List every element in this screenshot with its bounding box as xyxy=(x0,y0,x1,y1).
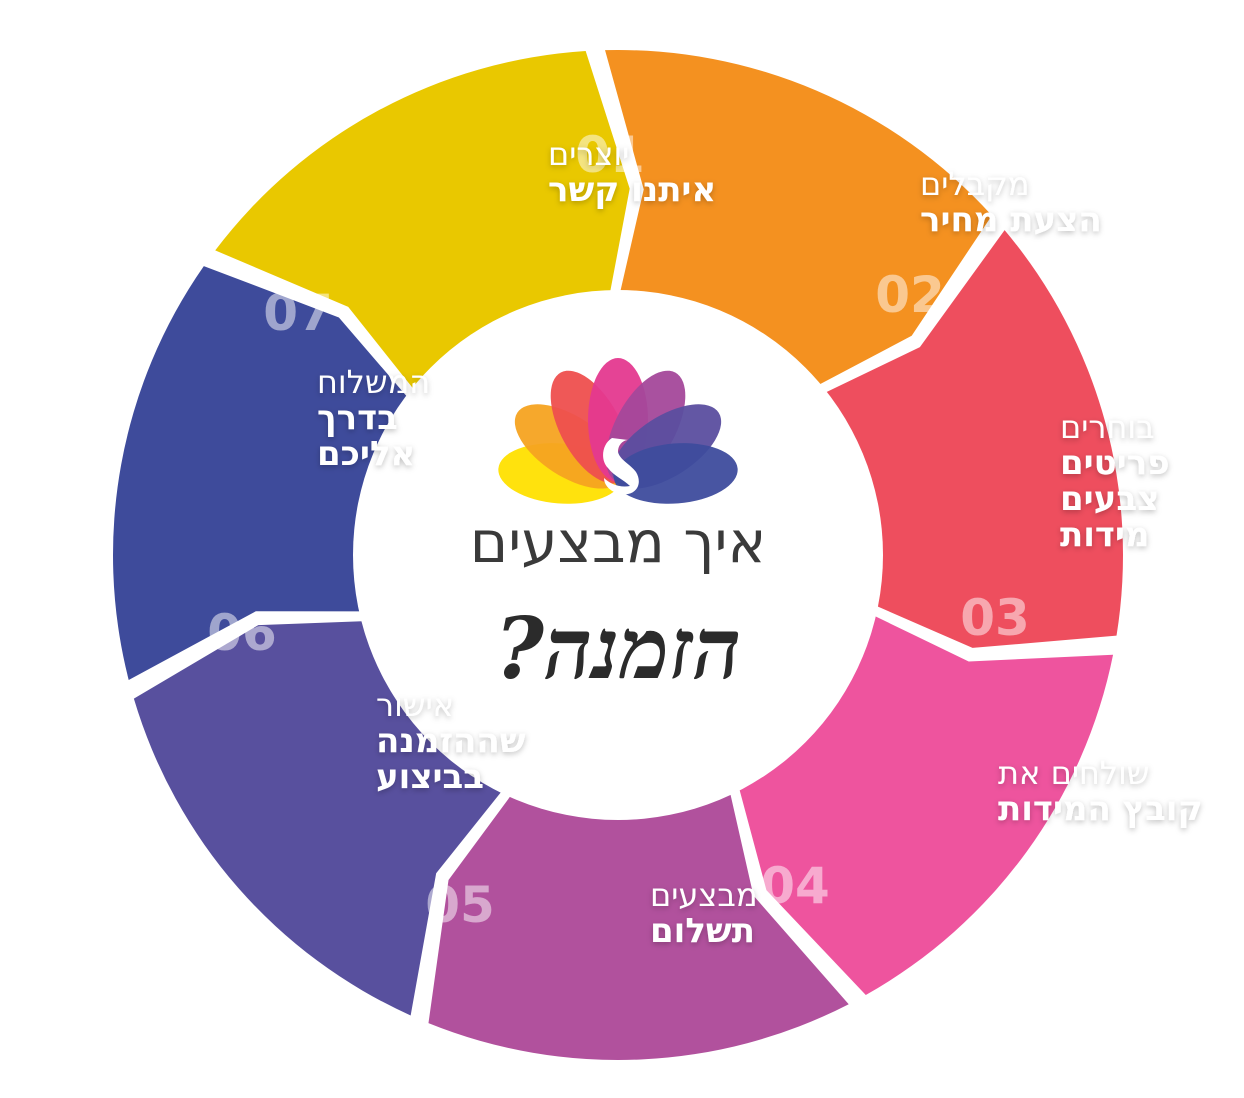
step-number-05: 05 xyxy=(425,876,495,934)
step-title-03-line-2: צבעים xyxy=(1060,479,1159,519)
step-number-03: 03 xyxy=(960,589,1030,647)
step-title-04-line-1: קובץ המידות xyxy=(998,789,1203,829)
step-number-04: 04 xyxy=(760,857,830,915)
step-title-01-line-1: איתנו קשר xyxy=(548,170,716,210)
step-number-06: 06 xyxy=(207,604,277,662)
step-title-03-line-1: פריטים xyxy=(1060,443,1170,483)
center-circle xyxy=(353,290,883,820)
logo-feather xyxy=(613,443,738,504)
step-title-06-line-2: בביצוע xyxy=(376,757,484,797)
step-title-02-line-1: הצעת מחיר xyxy=(920,200,1102,240)
step-subtitle-05: מבצעים xyxy=(650,876,758,914)
center-subtitle: הזמנה? xyxy=(495,599,741,698)
step-subtitle-06: אישור xyxy=(376,686,454,724)
segment-05 xyxy=(428,757,849,1060)
step-number-02: 02 xyxy=(875,266,945,324)
step-title-03-line-3: מידות xyxy=(1060,515,1150,555)
step-subtitle-04: שולחים את xyxy=(998,754,1149,792)
step-title-06-line-1: שההזמנה xyxy=(376,721,526,761)
step-number-07: 07 xyxy=(263,284,333,342)
step-title-05-line-1: תשלום xyxy=(650,911,755,951)
step-title-07-line-1: בדרך xyxy=(317,398,398,438)
peacock-logo-icon xyxy=(498,358,738,504)
step-subtitle-07: המשלוח xyxy=(317,363,430,401)
step-title-07-line-2: אליכם xyxy=(317,434,415,474)
center-title: איך מבצעים xyxy=(470,508,766,576)
step-subtitle-01: יוצרים xyxy=(548,135,629,173)
segment-07 xyxy=(113,266,432,680)
step-subtitle-03: בוחרים xyxy=(1060,408,1155,446)
step-number-01: 01 xyxy=(575,126,645,184)
step-subtitle-02: מקבלים xyxy=(920,165,1030,203)
logo-bird xyxy=(603,438,639,495)
